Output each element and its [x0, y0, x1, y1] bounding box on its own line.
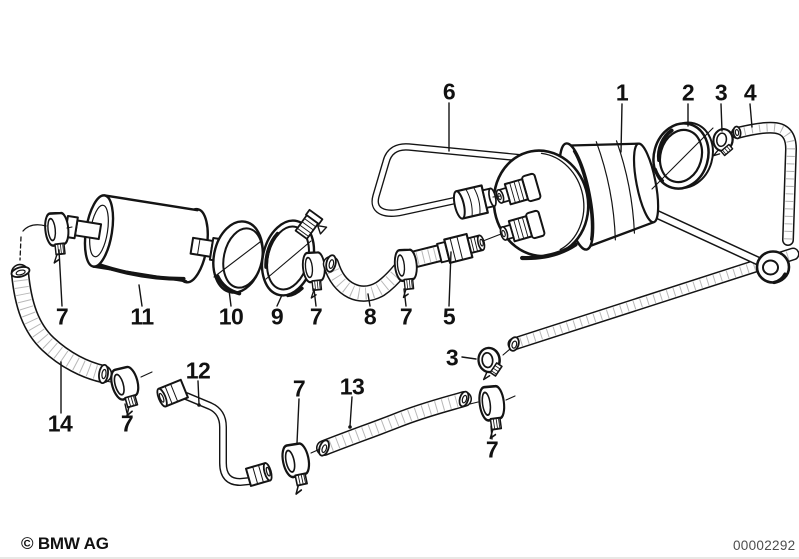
- pipe-loop-nut: [452, 184, 497, 220]
- callout-9-band-clamp: 9: [270, 303, 284, 330]
- leader-lines: [58, 102, 753, 444]
- part-10-cap: [212, 220, 264, 296]
- part-7-clamp-pipe12: [278, 440, 317, 497]
- callout-1-fuel-pump: 1: [615, 79, 629, 106]
- callout-7-clamp-hose14: 7: [120, 410, 134, 437]
- callout-6-pipe-loop: 6: [442, 78, 456, 105]
- part-2-seal-ring: [652, 121, 714, 190]
- callout-10-cap: 10: [218, 303, 244, 330]
- part-return-pipe: [636, 201, 791, 285]
- part-13-hose: [316, 390, 472, 457]
- callout-5-connector: 5: [442, 303, 456, 330]
- worm-screw: [294, 208, 328, 240]
- part-6-pipe-loop: [371, 143, 537, 217]
- callout-3-clamp-top: 3: [714, 79, 728, 106]
- part-3-clamp-bottom: [476, 345, 505, 382]
- copyright-notice: © BMW AG: [21, 534, 109, 553]
- callout-2-seal-ring: 2: [681, 79, 695, 106]
- axis-lines: [66, 127, 714, 454]
- part-8-hose: [322, 254, 409, 302]
- callout-7-clamp-pipe12: 7: [292, 375, 306, 402]
- callout-7-clamp-bottom-right: 7: [485, 436, 499, 463]
- part-7-clamp-hose14: [107, 363, 148, 419]
- part-14-hose: [10, 263, 113, 385]
- part-5-connector: [412, 232, 486, 268]
- part-4-hose: [731, 121, 797, 246]
- part-return-hose: [507, 247, 799, 352]
- callout-3-clamp-bottom: 3: [445, 344, 459, 371]
- part-12-pipe: [156, 378, 273, 487]
- callout-13-hose: 13: [339, 373, 365, 400]
- part-7-clamp-bottom-right: [476, 383, 510, 441]
- part-11-fuel-filter: [63, 194, 226, 284]
- callout-12-pipe: 12: [185, 357, 211, 384]
- callout-7-clamp-hose8-left: 7: [309, 303, 323, 330]
- diagram-number: 00002292: [733, 538, 796, 553]
- locator-dashed-line: [19, 224, 47, 261]
- callout-7-clamp-hose8-right: 7: [399, 303, 413, 330]
- callout-7-clamp-filter-left: 7: [55, 303, 69, 330]
- part-9-band-clamp: [260, 208, 328, 298]
- callout-4-hose: 4: [743, 79, 757, 106]
- callout-8-hose: 8: [363, 303, 377, 330]
- callout-11-fuel-filter: 11: [130, 303, 154, 330]
- callout-14-hose: 14: [47, 410, 73, 437]
